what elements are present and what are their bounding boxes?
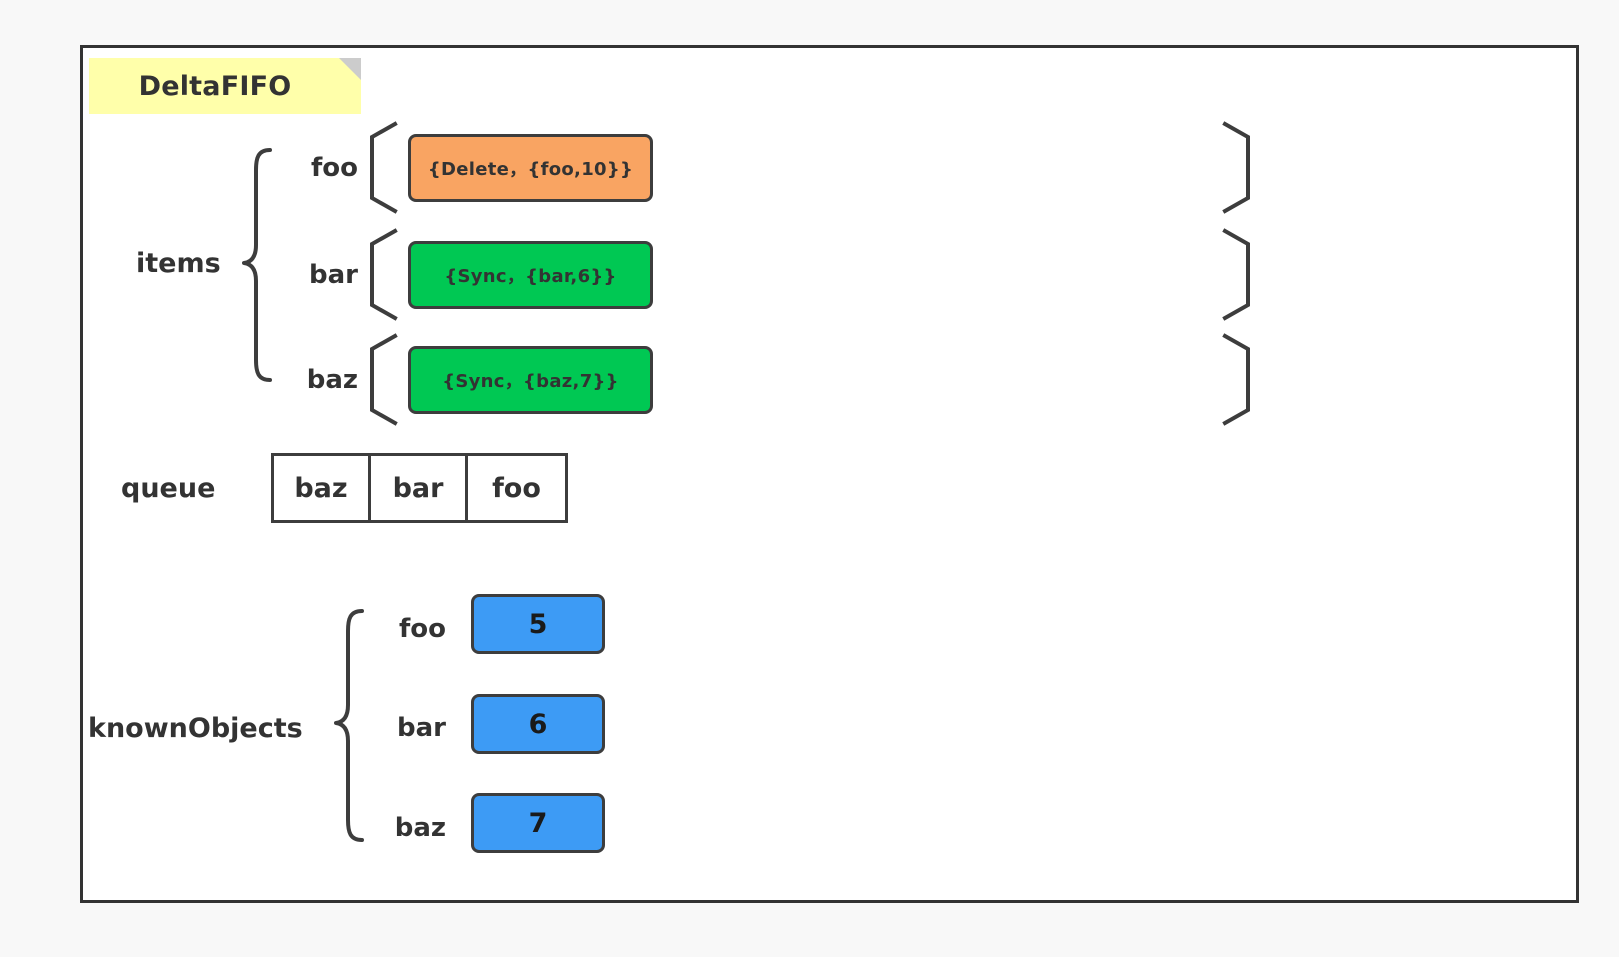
delta-box-bar[interactable]: {Sync，{bar,6}} [408,241,653,309]
items-label: items [136,247,221,279]
knownobjects-key-foo: foo [398,614,446,644]
items-key-baz: baz [306,365,358,395]
knownobjects-key-baz: baz [394,813,446,843]
knownobjects-value-foo[interactable]: 5 [471,594,605,654]
knownobjects-label: knownObjects [88,712,303,744]
queue-table: baz bar foo [271,453,568,523]
knownobjects-value-bar[interactable]: 6 [471,694,605,754]
delta-box-baz[interactable]: {Sync，{baz,7}} [408,346,653,414]
queue-cell-1[interactable]: bar [371,456,468,520]
queue-cell-2[interactable]: foo [492,472,541,504]
delta-box-foo[interactable]: {Delete，{foo,10}} [408,134,653,202]
knownobjects-value-baz[interactable]: 7 [471,793,605,853]
knownobjects-key-bar: bar [397,713,446,743]
queue-label: queue [121,472,216,504]
queue-cell-0[interactable]: baz [274,456,371,520]
deltafifo-note: DeltaFIFO [89,58,361,114]
note-fold-corner-icon [339,58,361,80]
items-key-foo: foo [310,153,358,183]
items-key-bar: bar [309,260,358,290]
page-title: DeltaFIFO [138,70,292,102]
